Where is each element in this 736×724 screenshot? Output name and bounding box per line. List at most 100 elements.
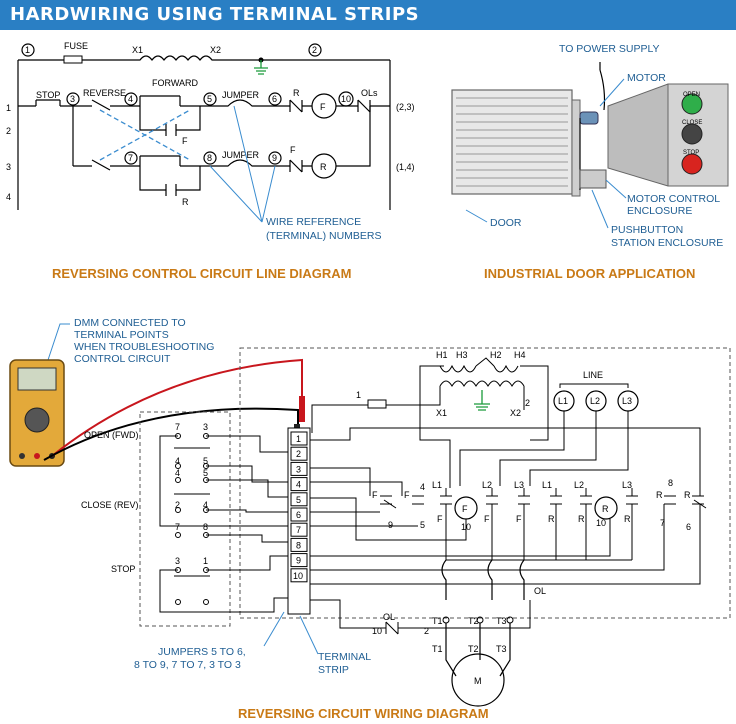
- svg-text:F: F: [484, 514, 490, 524]
- stop-pb-label: STOP: [111, 564, 135, 574]
- svg-text:3: 3: [203, 422, 208, 432]
- node-1-label: 1: [25, 45, 30, 55]
- svg-text:R: R: [602, 504, 609, 514]
- svg-text:5: 5: [203, 468, 208, 478]
- pushbutton-label-2: STATION ENCLOSURE: [611, 237, 723, 249]
- svg-text:4: 4: [203, 500, 208, 510]
- motor-control-label-1: MOTOR CONTROL: [627, 193, 720, 205]
- svg-text:7: 7: [175, 522, 180, 532]
- wire-7: 7: [128, 153, 133, 163]
- reverse-label: REVERSE: [83, 88, 126, 98]
- terminal-strip-callout-1: TERMINAL: [318, 651, 371, 663]
- x1w-label: X1: [436, 408, 447, 418]
- line-label: LINE: [583, 370, 603, 380]
- terminal-block-8: [290, 537, 308, 552]
- node-2-label: 2: [312, 45, 317, 55]
- reverse-seal-in: [139, 166, 201, 196]
- fuse-symbol: [63, 55, 83, 64]
- svg-text:2: 2: [424, 626, 429, 636]
- wire-ref-callout-2: (TERMINAL) NUMBERS: [266, 230, 382, 242]
- terminal-strip-callout-2: STRIP: [318, 664, 349, 676]
- wiring-diagram: DMM CONNECTED TO TERMINAL POINTS WHEN TR…: [9, 317, 731, 707]
- control-enclosure: [239, 347, 731, 619]
- svg-text:F: F: [372, 490, 378, 500]
- node-2-circle: [308, 43, 322, 57]
- dmm-display: [17, 367, 57, 391]
- svg-text:9: 9: [388, 520, 393, 530]
- jumper-bottom-label: JUMPER: [222, 150, 260, 160]
- motor-control-label-2: ENCLOSURE: [627, 205, 692, 217]
- ol-contact-label: OL: [383, 612, 395, 622]
- terminal-label-4: 4: [296, 480, 301, 490]
- contactor-f-poles: [440, 488, 530, 560]
- node-1-circle: [21, 43, 35, 57]
- h4-label: H4: [514, 350, 526, 360]
- svg-text:F: F: [516, 514, 522, 524]
- wire-3: 3: [70, 94, 75, 104]
- stop-button-label: STOP: [683, 150, 699, 156]
- jumpers-callout-1: JUMPERS 5 TO 6,: [158, 646, 246, 658]
- line-diagram: 1 2 FUSE X1 X2 1 2 3 4 STOP REVERSE FORW…: [6, 41, 415, 242]
- wire-4: 4: [128, 94, 133, 104]
- svg-text:L3: L3: [514, 480, 524, 490]
- svg-text:R: R: [684, 490, 691, 500]
- ground-icon: [254, 60, 268, 75]
- svg-text:L1: L1: [542, 480, 552, 490]
- dmm-dial[interactable]: [24, 407, 50, 433]
- svg-text:L3: L3: [622, 480, 632, 490]
- rung-4: 4: [6, 192, 11, 202]
- wire-9: 9: [272, 153, 277, 163]
- ol-contact: [310, 599, 531, 635]
- svg-text:3: 3: [175, 556, 180, 566]
- svg-text:5: 5: [203, 456, 208, 466]
- h2-label: H2: [490, 350, 502, 360]
- coil-r: [311, 153, 337, 179]
- wire-6: 6: [272, 94, 277, 104]
- motor-icon: [579, 111, 599, 125]
- line-diagram-caption: REVERSING CONTROL CIRCUIT LINE DIAGRAM: [52, 266, 352, 281]
- aux-f-contacts: [380, 495, 424, 509]
- svg-text:T1: T1: [432, 644, 443, 654]
- svg-text:F: F: [462, 504, 468, 514]
- f-contact-bottom-label: F: [290, 145, 296, 155]
- svg-text:T3: T3: [496, 616, 507, 626]
- close-button[interactable]: [681, 123, 703, 145]
- stop-button[interactable]: [681, 153, 703, 175]
- fuse-label: FUSE: [64, 41, 88, 51]
- rung-1: 1: [6, 103, 11, 113]
- terminal-block-7: [290, 522, 308, 537]
- svg-text:L2: L2: [590, 396, 600, 406]
- svg-text:R: R: [624, 514, 631, 524]
- pushbutton-enclosure: [139, 411, 231, 627]
- door-caption: INDUSTRIAL DOOR APPLICATION: [484, 266, 695, 281]
- svg-text:1: 1: [203, 556, 208, 566]
- x2w-label: X2: [510, 408, 521, 418]
- terminal-block-10: [290, 568, 308, 583]
- x2-label: X2: [210, 45, 221, 55]
- page-title: HARDWIRING USING TERMINAL STRIPS: [10, 4, 420, 25]
- svg-text:L1: L1: [432, 480, 442, 490]
- motor-callout-label: MOTOR: [627, 72, 666, 84]
- ols-label: OLs: [361, 88, 378, 98]
- motor-label: M: [474, 676, 482, 686]
- x1-label: X1: [132, 45, 143, 55]
- wire-10: 10: [341, 94, 351, 104]
- coil-f-label: F: [320, 102, 326, 112]
- terminal-block-9: [290, 553, 308, 568]
- motor-control-enclosure: [579, 169, 607, 189]
- stop-label: STOP: [36, 90, 60, 100]
- svg-text:10: 10: [372, 626, 382, 636]
- dmm-callout-1: DMM CONNECTED TO: [74, 317, 186, 329]
- svg-text:10: 10: [596, 518, 606, 528]
- svg-text:6: 6: [686, 522, 691, 532]
- mechanical-interlock: [99, 109, 191, 161]
- two-label: 2: [525, 398, 530, 408]
- open-button[interactable]: [681, 93, 703, 115]
- wiring-ground-icon: [474, 390, 490, 411]
- terminal-label-3: 3: [296, 464, 301, 474]
- wiring-diagram-caption: REVERSING CIRCUIT WIRING DIAGRAM: [238, 706, 489, 721]
- terminal-label-8: 8: [296, 540, 301, 550]
- wire-8: 8: [207, 153, 212, 163]
- svg-text:R: R: [578, 514, 585, 524]
